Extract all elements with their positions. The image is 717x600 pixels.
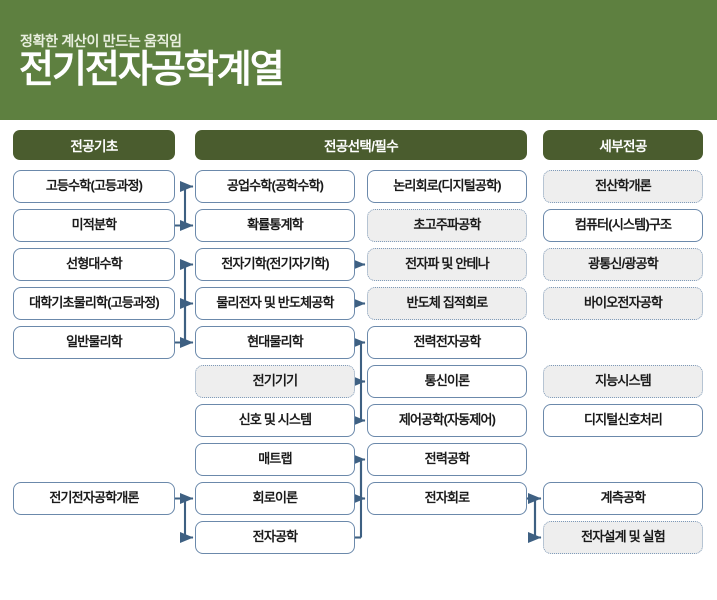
course-node[interactable]: 지능시스템 xyxy=(543,365,703,398)
course-node[interactable]: 반도체 집적회로 xyxy=(367,287,527,320)
course-node[interactable]: 전자기학(전기자기학) xyxy=(195,248,355,281)
page-title: 전기전자공학계열 xyxy=(19,49,285,91)
page-banner: 정확한 계산이 만드는 움직임 전기전자공학계열 xyxy=(0,0,717,120)
column-header-col-major: 전공선택/필수 xyxy=(195,130,527,160)
course-node[interactable]: 전자공학 xyxy=(195,521,355,554)
course-node[interactable]: 제어공학(자동제어) xyxy=(367,404,527,437)
course-node[interactable]: 전자설계 및 실험 xyxy=(543,521,703,554)
course-node[interactable]: 전력전자공학 xyxy=(367,326,527,359)
course-node[interactable]: 현대물리학 xyxy=(195,326,355,359)
course-node[interactable]: 디지털신호처리 xyxy=(543,404,703,437)
course-node[interactable]: 광통신/광공학 xyxy=(543,248,703,281)
course-node[interactable]: 초고주파공학 xyxy=(367,209,527,242)
course-node[interactable]: 전자파 및 안테나 xyxy=(367,248,527,281)
column-header-col-basic: 전공기초 xyxy=(13,130,175,160)
course-node[interactable]: 대학기초물리학(고등과정) xyxy=(13,287,175,320)
course-node[interactable]: 신호 및 시스템 xyxy=(195,404,355,437)
column-header-col-detail: 세부전공 xyxy=(543,130,703,160)
course-node[interactable]: 바이오전자공학 xyxy=(543,287,703,320)
course-node[interactable]: 확률통계학 xyxy=(195,209,355,242)
course-node[interactable]: 전산학개론 xyxy=(543,170,703,203)
course-node[interactable]: 미적분학 xyxy=(13,209,175,242)
course-node[interactable]: 고등수학(고등과정) xyxy=(13,170,175,203)
course-node[interactable]: 공업수학(공학수학) xyxy=(195,170,355,203)
course-node[interactable]: 전자회로 xyxy=(367,482,527,515)
banner-subtitle: 정확한 계산이 만드는 움직임 xyxy=(20,33,182,49)
course-node[interactable]: 일반물리학 xyxy=(13,326,175,359)
course-node[interactable]: 통신이론 xyxy=(367,365,527,398)
course-node[interactable]: 전력공학 xyxy=(367,443,527,476)
course-node[interactable]: 회로이론 xyxy=(195,482,355,515)
course-node[interactable]: 논리회로(디지털공학) xyxy=(367,170,527,203)
course-node[interactable]: 전기전자공학개론 xyxy=(13,482,175,515)
course-node[interactable]: 전기기기 xyxy=(195,365,355,398)
course-node[interactable]: 컴퓨터(시스템)구조 xyxy=(543,209,703,242)
course-node[interactable]: 선형대수학 xyxy=(13,248,175,281)
course-node[interactable]: 매트랩 xyxy=(195,443,355,476)
course-node[interactable]: 물리전자 및 반도체공학 xyxy=(195,287,355,320)
course-node[interactable]: 계측공학 xyxy=(543,482,703,515)
